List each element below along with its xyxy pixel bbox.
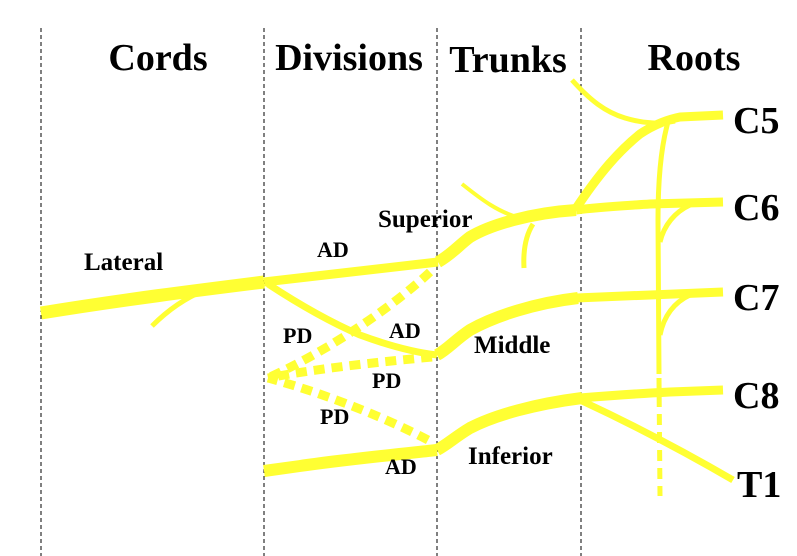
division-superior-anterior	[263, 257, 439, 287]
trunk-label-middle: Middle	[474, 332, 550, 359]
long-thoracic-nerve	[655, 121, 671, 375]
cord-label-lateral: Lateral	[84, 249, 163, 276]
division-label-ad-middle: AD	[389, 318, 421, 343]
long-thoracic-root-c6	[657, 202, 692, 243]
trunk-label-inferior: Inferior	[468, 443, 553, 470]
division-inferior-posterior	[266, 373, 431, 444]
column-heading-trunks: Trunks	[449, 39, 567, 81]
root-c5-suprascapular-branch	[570, 78, 676, 126]
trunk-superior-upper-branch	[460, 182, 521, 220]
trunk-label-superior: Superior	[378, 206, 472, 233]
division-superior-posterior	[266, 268, 434, 383]
long-thoracic-root-c7	[657, 292, 692, 336]
division-label-pd-middle: PD	[372, 368, 401, 393]
root-c5	[571, 110, 724, 213]
trunk-inferior	[434, 392, 583, 456]
division-middle-posterior	[267, 352, 433, 383]
division-label-ad-inferior: AD	[385, 454, 417, 479]
division-label-ad-superior: AD	[317, 237, 349, 262]
cord-lateral	[39, 275, 265, 320]
trunk-superior-lower-branch	[521, 222, 536, 269]
trunk-superior	[434, 204, 577, 268]
root-label-c6: C6	[733, 187, 779, 229]
division-inferior-anterior	[263, 444, 438, 477]
root-label-c8: C8	[733, 375, 779, 417]
root-c7	[575, 287, 724, 303]
long-thoracic-nerve-dashed	[656, 377, 663, 497]
root-label-c7: C7	[733, 277, 779, 319]
column-heading-divisions: Divisions	[275, 37, 423, 79]
root-label-t1: T1	[737, 464, 781, 506]
division-label-pd-lower: PD	[320, 404, 349, 429]
division-label-pd-upper: PD	[283, 323, 312, 348]
trunk-middle	[433, 292, 579, 361]
cord-lateral-branch	[150, 287, 206, 328]
column-heading-cords: Cords	[108, 37, 207, 79]
root-label-c5: C5	[733, 100, 779, 142]
division-middle-anterior	[266, 281, 438, 359]
column-heading-roots: Roots	[648, 37, 741, 79]
root-t1	[580, 397, 735, 484]
root-c6	[575, 197, 724, 215]
root-c8	[579, 385, 724, 403]
